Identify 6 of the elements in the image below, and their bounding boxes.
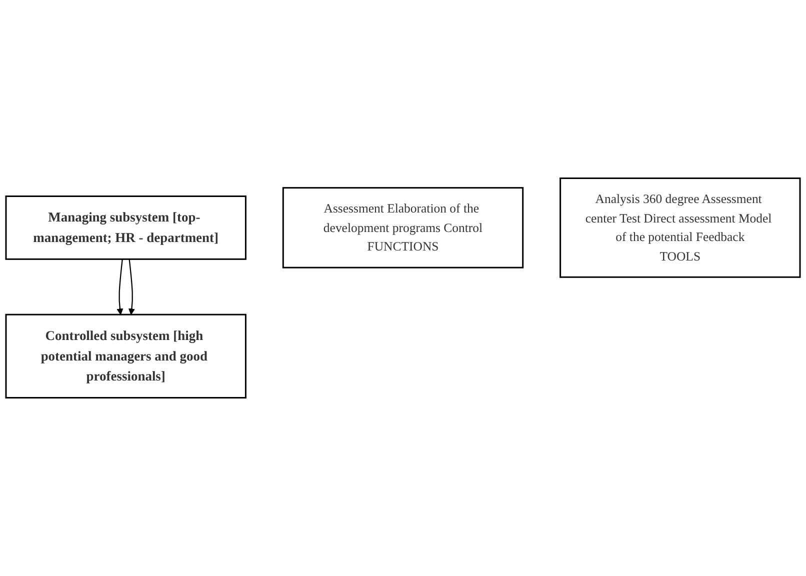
node-box: Assessment Elaboration of the development programs Control FUNCTIONS [282, 187, 524, 268]
arrow [116, 259, 124, 315]
arrow [128, 259, 136, 315]
node-box: Managing subsystem [top- management; HR - department] [5, 196, 246, 260]
node-box: Analysis 360 degree Assessment center Test Direct assessment Model of the potential Feedback TOOLS [560, 178, 801, 278]
node-box: Controlled subsystem [high potential managers and good professionals] [5, 314, 246, 398]
